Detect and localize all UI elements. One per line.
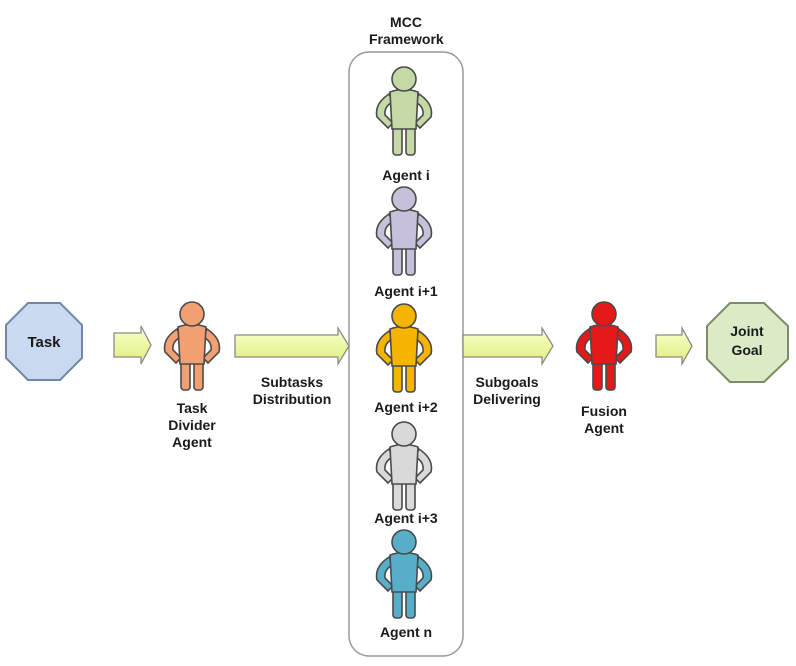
arrow-fusion-to-goal [655,325,693,367]
task-divider-agent-label: Task Divider Agent [152,400,232,451]
person-head [391,529,417,555]
joint-goal-node [706,302,789,383]
joint-goal-label-line1: Joint [730,323,764,339]
subgoals-label-line1: Subgoals [475,374,539,390]
person-head [391,303,417,329]
subtasks-label-line1: Subtasks [260,374,324,390]
person-head [591,301,617,327]
fusion-label-line2: Agent [584,420,624,436]
divider-label-line1: Task [176,400,208,416]
fusion-agent-icon [575,301,633,391]
agent-i-plus-3-label: Agent i+3 [374,510,438,526]
person-head [391,66,417,92]
agent-i-plus-1-label: Agent i+1 [374,283,438,299]
person-torso [389,551,419,593]
person-torso [389,88,419,130]
task-node [5,302,83,381]
fusion-agent-label: Fusion Agent [569,403,639,437]
fusion-label-line1: Fusion [581,403,627,419]
mcc-title-line2: Framework [369,31,444,47]
person-torso [177,323,207,365]
person-torso [389,325,419,367]
agent-i-label: Agent i [382,167,430,183]
subgoals-delivering-label: Subgoals Delivering [462,374,552,408]
agent-n-label: Agent n [379,624,433,640]
agent-i-plus-1-icon [375,186,433,276]
person-head [179,301,205,327]
arrow-subgoals-delivering [462,325,554,367]
agent-i-plus-3-icon [375,421,433,511]
agent-i-plus-2-label: Agent i+2 [374,399,438,415]
agent-n-icon [375,529,433,619]
arrow-subtasks-distribution [234,325,350,367]
person-torso [389,208,419,250]
subtasks-distribution-label: Subtasks Distribution [240,374,344,408]
joint-goal-label-line2: Goal [731,342,762,358]
task-divider-agent-icon [163,301,221,391]
agent-i-icon [375,66,433,156]
mcc-framework-title: MCC Framework [369,14,444,48]
mcc-title-line1: MCC [390,14,422,30]
subtasks-label-line2: Distribution [252,391,332,407]
task-label: Task [27,334,61,351]
person-torso [589,323,619,365]
arrow-task-to-divider [113,325,152,365]
subgoals-label-line2: Delivering [473,391,541,407]
agent-i-plus-2-icon [375,303,433,393]
person-head [391,186,417,212]
divider-label-line3: Agent [172,434,212,450]
person-torso [389,443,419,485]
divider-label-line2: Divider [168,417,216,433]
person-head [391,421,417,447]
